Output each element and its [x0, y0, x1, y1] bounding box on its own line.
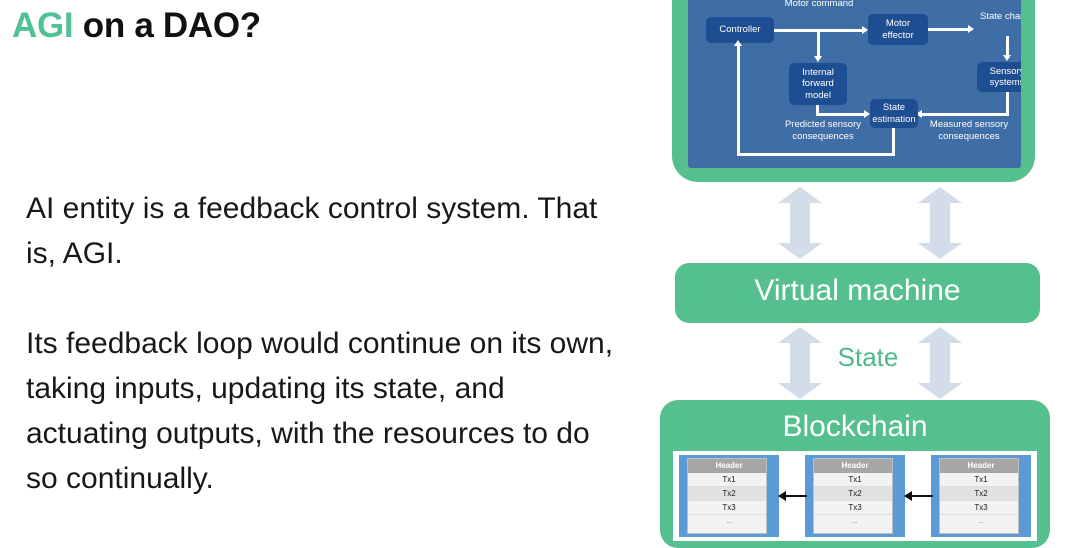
block-3-more: .. — [978, 516, 984, 525]
block-3-header: Header — [940, 459, 1018, 473]
page-title: AGI on a DAO? — [12, 6, 261, 46]
feedback-control-diagram: Controller Motor command Internal forwar… — [688, 0, 1021, 168]
block-2-tx-2: Tx2 — [814, 487, 892, 501]
edge-ifm-right — [816, 113, 866, 116]
edge-motor-command-branch — [817, 29, 820, 59]
node-controller-label: Controller — [719, 24, 761, 36]
arrow-up-head — [918, 327, 962, 343]
edge-sensory-left — [920, 113, 1009, 116]
paragraph-2: Its feedback loop would continue on its … — [26, 327, 614, 495]
label-predicted-sensory-consequences: Predicted sensory consequences — [784, 119, 862, 142]
arrowhead-to-state-change — [968, 25, 974, 33]
block-1-tx-3: Tx3 — [688, 501, 766, 515]
node-sensory-systems: Sensory systems — [977, 62, 1021, 92]
state-link-label: State — [837, 342, 899, 372]
chain-arrowhead — [778, 491, 786, 501]
arrow-down-head — [778, 243, 822, 259]
block-3-tx-2: Tx2 — [940, 487, 1018, 501]
block-1-body: Header Tx1 Tx2 Tx3 .. — [687, 458, 767, 534]
double-arrow-vm-blockchain-right — [918, 327, 962, 399]
arrow-shaft — [930, 341, 950, 385]
paragraph-1: AI entity is a feedback control system. … — [26, 192, 598, 270]
edge-sensory-down — [1006, 92, 1009, 116]
blockchain-chain-graphic: Header Tx1 Tx2 Tx3 .. Header Tx1 Tx2 Tx3… — [673, 451, 1037, 541]
double-arrow-entity-vm-right — [918, 187, 962, 259]
block-1-tx-1: Tx1 — [688, 473, 766, 487]
arrowhead-feedback-to-controller — [734, 40, 742, 46]
double-arrow-vm-blockchain-left — [778, 327, 822, 399]
block-2-tx-3: Tx3 — [814, 501, 892, 515]
block-3-tx-3: Tx3 — [940, 501, 1018, 515]
edge-ifm-down — [816, 105, 819, 116]
node-state-estimation-label: State estimation — [872, 102, 916, 125]
block-1-header: Header — [688, 459, 766, 473]
chain-arrowhead — [904, 491, 912, 501]
arrow-shaft — [790, 201, 810, 245]
block-2-more: .. — [852, 516, 858, 525]
edge-feedback-down — [892, 128, 895, 156]
chain-link-arrow-3-to-2 — [904, 491, 933, 501]
block-1-more: .. — [726, 516, 732, 525]
arrow-up-head — [778, 187, 822, 203]
block-3-body: Header Tx1 Tx2 Tx3 .. — [939, 458, 1019, 534]
block-3-tx-1: Tx1 — [940, 473, 1018, 487]
edge-state-change-to-sensory-systems — [1006, 36, 1009, 58]
arrow-shaft — [790, 341, 810, 385]
arrow-up-head — [778, 327, 822, 343]
node-internal-forward-model: Internal forward model — [789, 63, 847, 105]
node-state-estimation: State estimation — [870, 99, 918, 128]
block-2: Header Tx1 Tx2 Tx3 .. — [805, 455, 905, 537]
arrow-down-head — [778, 383, 822, 399]
arrowhead-to-sensory-systems — [1003, 55, 1011, 61]
virtual-machine-label: Virtual machine — [754, 274, 961, 307]
agi-entity-container: Controller Motor command Internal forwar… — [672, 0, 1035, 182]
title-rest: on a DAO? — [73, 6, 261, 45]
node-motor-effector: Motor effector — [868, 14, 928, 45]
label-state-change: State change — [980, 11, 1021, 22]
block-2-body: Header Tx1 Tx2 Tx3 .. — [813, 458, 893, 534]
arrowhead-to-internal-forward-model — [814, 56, 822, 62]
block-1-tx-2: Tx2 — [688, 487, 766, 501]
edge-motor-effector-to-state-change — [928, 28, 970, 31]
block-3: Header Tx1 Tx2 Tx3 .. — [931, 455, 1031, 537]
edge-feedback-up — [737, 44, 740, 156]
label-motor-command: Motor command — [784, 0, 854, 9]
node-internal-forward-model-label: Internal forward model — [802, 66, 834, 101]
block-2-header: Header — [814, 459, 892, 473]
arrowhead-to-motor-effector — [862, 26, 868, 34]
arrow-up-head — [918, 187, 962, 203]
blockchain-box: Blockchain Header Tx1 Tx2 Tx3 .. Header … — [660, 400, 1050, 548]
block-2-tx-1: Tx1 — [814, 473, 892, 487]
node-controller: Controller — [706, 17, 774, 43]
arrow-down-head — [918, 243, 962, 259]
block-1: Header Tx1 Tx2 Tx3 .. — [679, 455, 779, 537]
arrow-down-head — [918, 383, 962, 399]
chain-link-arrow-2-to-1 — [778, 491, 807, 501]
node-sensory-systems-label: Sensory systems — [989, 65, 1021, 89]
double-arrow-entity-vm-left — [778, 187, 822, 259]
edge-feedback-left — [737, 153, 895, 156]
arrow-shaft — [930, 201, 950, 245]
blockchain-label: Blockchain — [782, 410, 928, 443]
body-text: AI entity is a feedback control system. … — [26, 186, 626, 501]
node-motor-effector-label: Motor effector — [882, 18, 914, 41]
title-accent-word: AGI — [12, 6, 74, 45]
label-measured-sensory-consequences: Measured sensory consequences — [929, 119, 1009, 142]
arrowhead-predicted-into-state-estimation — [864, 110, 870, 118]
arrowhead-measured-into-state-estimation — [916, 110, 922, 118]
virtual-machine-box: Virtual machine — [675, 263, 1040, 323]
